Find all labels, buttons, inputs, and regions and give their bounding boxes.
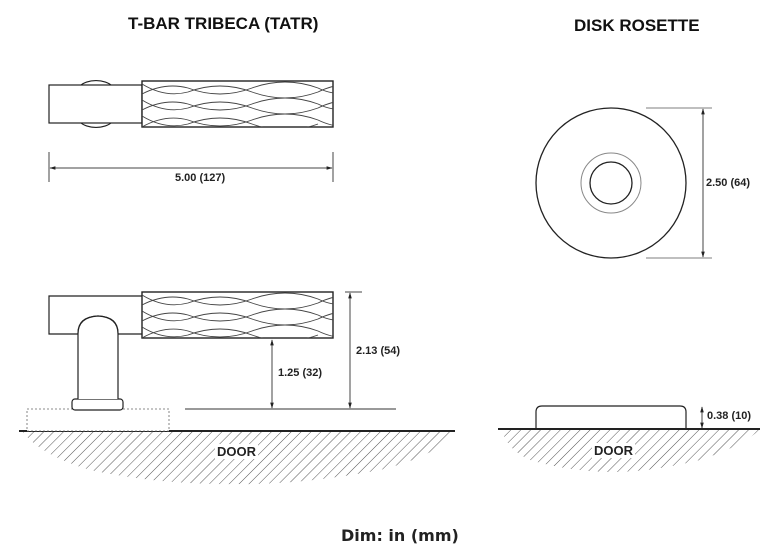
tbar-top-view [48, 79, 334, 182]
thickness-dimension-label: 0.38 (10) [707, 410, 752, 422]
length-dimension-label: 5.00 (127) [175, 172, 226, 184]
tbar-stub-side [48, 295, 142, 335]
projection-dimension-label: 2.13 (54) [356, 345, 401, 357]
diameter-dimension-label: 2.50 (64) [706, 177, 751, 189]
tbar-title: T-BAR TRIBECA (TATR) [128, 14, 319, 33]
clearance-dimension-label: 1.25 (32) [278, 367, 323, 379]
post-base [71, 398, 124, 411]
rosette-collar-circle [580, 152, 642, 214]
rosette-outer-circle [535, 107, 687, 259]
rosette-front-view [535, 107, 712, 259]
rosette-outline-dashed [26, 408, 170, 432]
rosette-hole-circle [589, 161, 633, 205]
knurl-pattern-top [142, 81, 333, 127]
units-note: Dim: in (mm) [341, 526, 459, 545]
tbar-side-view [19, 291, 455, 485]
rosette-profile [535, 405, 687, 429]
rosette-title: DISK ROSETTE [574, 16, 700, 35]
rosette-door-label: DOOR [592, 443, 635, 458]
knurl-pattern-side [142, 292, 333, 338]
tbar-door-label: DOOR [215, 444, 258, 459]
tbar-stub-top [48, 84, 143, 124]
